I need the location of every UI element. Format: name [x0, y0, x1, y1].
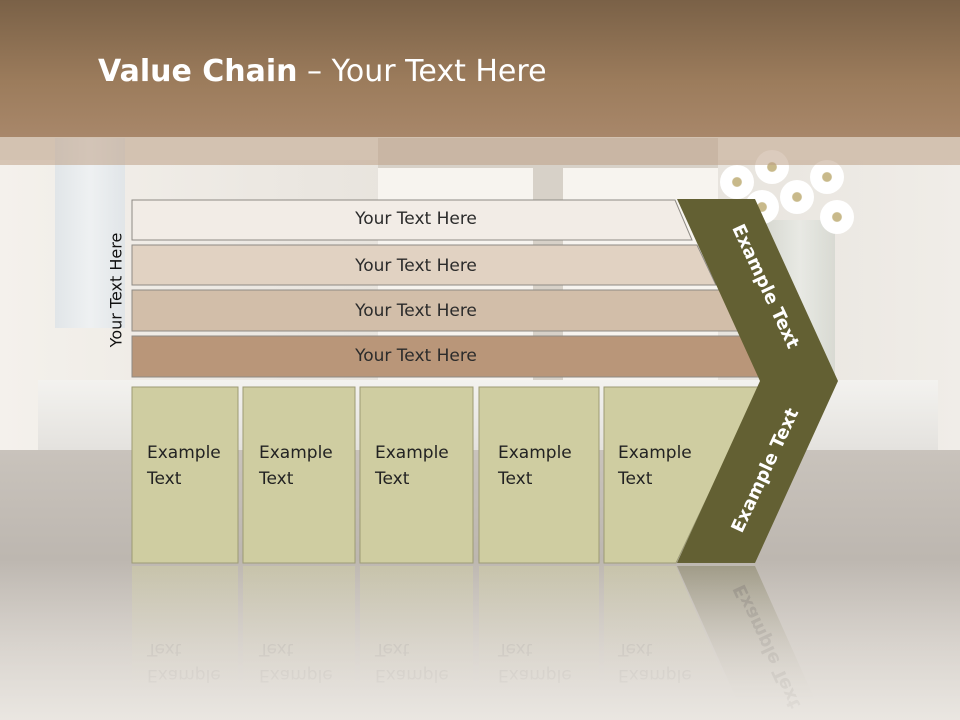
floor-fade — [0, 560, 960, 720]
title-rest: – Your Text Here — [297, 54, 547, 89]
column-3-line1: Example — [375, 443, 449, 463]
column-4-line1: Example — [498, 443, 572, 463]
column-4-line2: Text — [498, 469, 533, 489]
column-3-line2: Text — [375, 469, 410, 489]
column-2-label: Example Text — [259, 440, 333, 492]
side-label: Your Text Here — [98, 200, 133, 380]
title-bold: Value Chain — [98, 54, 298, 89]
side-label-text: Your Text Here — [106, 232, 125, 348]
column-2-line2: Text — [259, 469, 294, 489]
chevron-arrow — [677, 199, 838, 563]
header-band — [0, 0, 960, 137]
column-4 — [478, 386, 600, 564]
column-3 — [359, 386, 474, 564]
column-5-line2: Text — [618, 469, 653, 489]
bar-2 — [131, 244, 717, 286]
column-2 — [242, 386, 356, 564]
column-5-line1: Example — [618, 443, 692, 463]
towel — [55, 138, 125, 328]
slide-title: Value Chain – Your Text Here — [98, 54, 547, 89]
bar-1 — [131, 199, 693, 241]
column-4-label: Example Text — [498, 440, 572, 492]
column-5-label: Example Text — [618, 440, 692, 492]
bar-3-label: Your Text Here — [355, 301, 477, 321]
column-1-label: Example Text — [147, 440, 221, 492]
header-subband — [0, 137, 960, 165]
column-3-label: Example Text — [375, 440, 449, 492]
column-2-line1: Example — [259, 443, 333, 463]
bar-4-label: Your Text Here — [355, 346, 477, 366]
column-1 — [131, 386, 239, 564]
column-1-line1: Example — [147, 443, 221, 463]
bar-1-label: Your Text Here — [355, 209, 477, 229]
bar-2-label: Your Text Here — [355, 256, 477, 276]
column-1-line2: Text — [147, 469, 182, 489]
